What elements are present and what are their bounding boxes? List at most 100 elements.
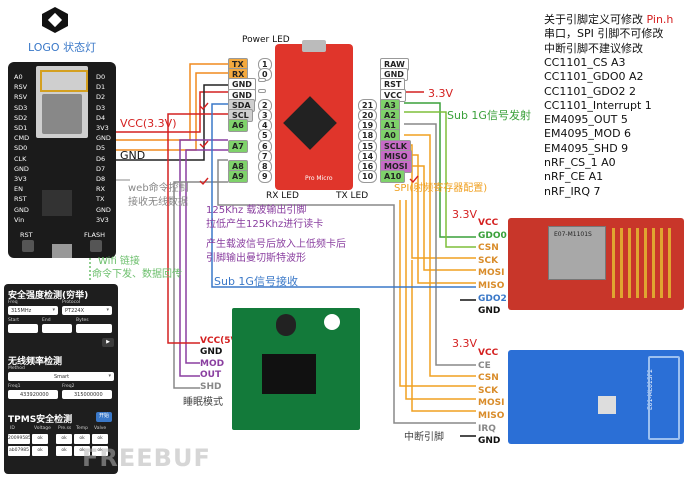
sleep-label: 睡眠模式 xyxy=(183,397,223,408)
wire-em-mod xyxy=(185,149,228,364)
logo-icon xyxy=(40,6,70,34)
flash-button[interactable] xyxy=(90,240,102,252)
usb-port-micro xyxy=(302,40,326,52)
cc1101-vcc-head: 3.3V xyxy=(452,208,478,221)
start-input[interactable] xyxy=(8,324,38,333)
flash-label: FLASH xyxy=(84,231,105,239)
mcu-chip xyxy=(283,96,337,150)
pin-note-line: nRF_CS_1 A0 xyxy=(544,157,616,168)
em4095-pin-label: SHD xyxy=(200,381,222,392)
freq1-input[interactable]: 433920000 xyxy=(8,390,58,399)
wire-nrf-ce xyxy=(404,123,476,366)
nodemcu-pin-label: GND xyxy=(14,205,29,214)
nrf-pin-label: MISO xyxy=(478,411,505,421)
protocol-select[interactable]: PT224X▾ xyxy=(62,306,112,315)
end-input[interactable] xyxy=(42,324,72,333)
khz-label-1: 125Khz 载波输出引脚 xyxy=(206,205,307,216)
promicro-pin-label: A7 xyxy=(228,139,248,153)
cc1101-chip-text: E07-M1101S xyxy=(554,231,592,238)
chevron-down-icon: ▾ xyxy=(108,373,111,379)
irq-label: 中断引脚 xyxy=(404,432,444,443)
end-label: End xyxy=(42,318,51,323)
table-header: Valve xyxy=(94,426,107,431)
nodemcu-pin-label: D4 xyxy=(96,113,106,122)
em4095-pin-label: GND xyxy=(200,347,223,358)
pin-note-text: CC1101_Interrupt 1 xyxy=(544,98,652,112)
em4095-pin-label: OUT xyxy=(200,370,222,381)
bytes-input[interactable] xyxy=(76,324,112,333)
wire-em-vcc xyxy=(167,113,228,344)
pin-note-line: nRF_CE A1 xyxy=(544,171,603,182)
pin-note-line: 关于引脚定义可修改 Pin.h xyxy=(544,14,673,25)
nodemcu-pin-label: RSV xyxy=(14,93,28,102)
sub1g-rx-label: Sub 1G信号接收 xyxy=(214,275,298,288)
nodemcu-pin-label: RSV xyxy=(14,83,28,92)
em4095-pin-label: MOD xyxy=(200,358,225,369)
nrf-pin-label: CSN xyxy=(478,373,499,384)
chevron-down-icon: ▾ xyxy=(106,307,109,313)
wire-uart-2 xyxy=(113,72,228,151)
wire-spi-nrf2 xyxy=(405,200,476,400)
table-cell: ok xyxy=(56,446,72,456)
nodemcu-pin-label: A0 xyxy=(14,73,23,81)
table-header: Temp xyxy=(76,426,88,431)
table-cell: ok xyxy=(92,434,108,444)
nodemcu-pin-label: D7 xyxy=(96,164,106,173)
cc1101-pin-label: CSN xyxy=(478,243,499,254)
scan-button[interactable]: ▶ xyxy=(102,338,114,347)
wire-spi-nrf xyxy=(399,200,476,387)
nrf-pin-label: CE xyxy=(478,360,491,371)
promicro-pin-label: A6 xyxy=(228,119,248,133)
pin-note-text: EM4095_OUT 5 xyxy=(544,113,628,127)
pin-note-highlight: Pin.h xyxy=(646,13,674,26)
nodemcu-pin-label: Vin xyxy=(14,215,25,224)
sub1g-tx-label: Sub 1G信号发射 xyxy=(447,109,531,122)
nrf-pin-label: SCK xyxy=(478,385,499,396)
cc1101-pin-label: MOSI xyxy=(478,268,505,279)
promicro-pin-number xyxy=(258,78,266,83)
wire-vcc-nodemcu xyxy=(113,91,228,133)
web-label-2: 接收无线数据 xyxy=(128,197,188,208)
sec3-title: TPMS安全检测 xyxy=(8,415,73,425)
rx-led-label: RX LED xyxy=(266,191,299,201)
pin-note-line: EM4095_MOD 6 xyxy=(544,128,631,139)
nrf-module: E01-ML01SP2 xyxy=(508,350,684,444)
cc1101-pin-label: MISO xyxy=(478,281,505,291)
method-label: Method xyxy=(8,366,25,371)
freq2-input[interactable]: 315000000 xyxy=(62,390,112,399)
nodemcu-pin-label: CMD xyxy=(14,134,30,143)
ch340-chip xyxy=(42,190,72,216)
pin-note-line: CC1101_Interrupt 1 xyxy=(544,100,652,111)
gnd-label-nodemcu: GND xyxy=(120,149,146,162)
pin-note-text: nRF_IRQ 7 xyxy=(544,184,601,198)
freq-label: Freq xyxy=(8,300,18,305)
promicro-pin-label: RAW xyxy=(380,58,409,71)
pin-note-line: 中断引脚不建议修改 xyxy=(544,43,643,54)
pin-note-text: 串口，SPI 引脚不可修改 xyxy=(544,27,664,41)
cc1101-pin-label: GDO2 xyxy=(478,293,507,304)
wifi-shield xyxy=(42,94,82,134)
pin-note-text: CC1101_GDO0 A2 xyxy=(544,70,644,84)
nodemcu-pin-label: EN xyxy=(14,185,23,194)
table-cell: ok xyxy=(32,446,48,456)
promicro-pin-label: SDA xyxy=(228,98,255,112)
nodemcu-pin-label: TX xyxy=(96,195,105,204)
pin-note-line: EM4095_OUT 5 xyxy=(544,114,628,125)
table-cell: ok xyxy=(56,434,72,444)
pin-note-line: CC1101_CS A3 xyxy=(544,57,626,68)
nrf-chip xyxy=(598,396,616,414)
usb-port xyxy=(52,244,72,258)
nodemcu-pin-label: CLK xyxy=(14,154,27,163)
promicro-pin-number: 21 xyxy=(358,98,378,112)
promicro-pin-number: 1 xyxy=(258,58,272,71)
em4095-capacitor xyxy=(276,314,296,336)
nodemcu-pin-label: GND xyxy=(96,134,111,143)
table-cell: ok xyxy=(32,434,48,444)
tpms-start-button[interactable]: 开始 xyxy=(96,412,112,422)
promicro-pin-number: 9 xyxy=(258,170,272,184)
freq-select[interactable]: 315MHz▾ xyxy=(8,306,58,315)
rst-button[interactable] xyxy=(22,240,34,252)
method-select[interactable]: Smart▾ xyxy=(8,372,114,381)
chevron-down-icon: ▾ xyxy=(52,307,55,313)
